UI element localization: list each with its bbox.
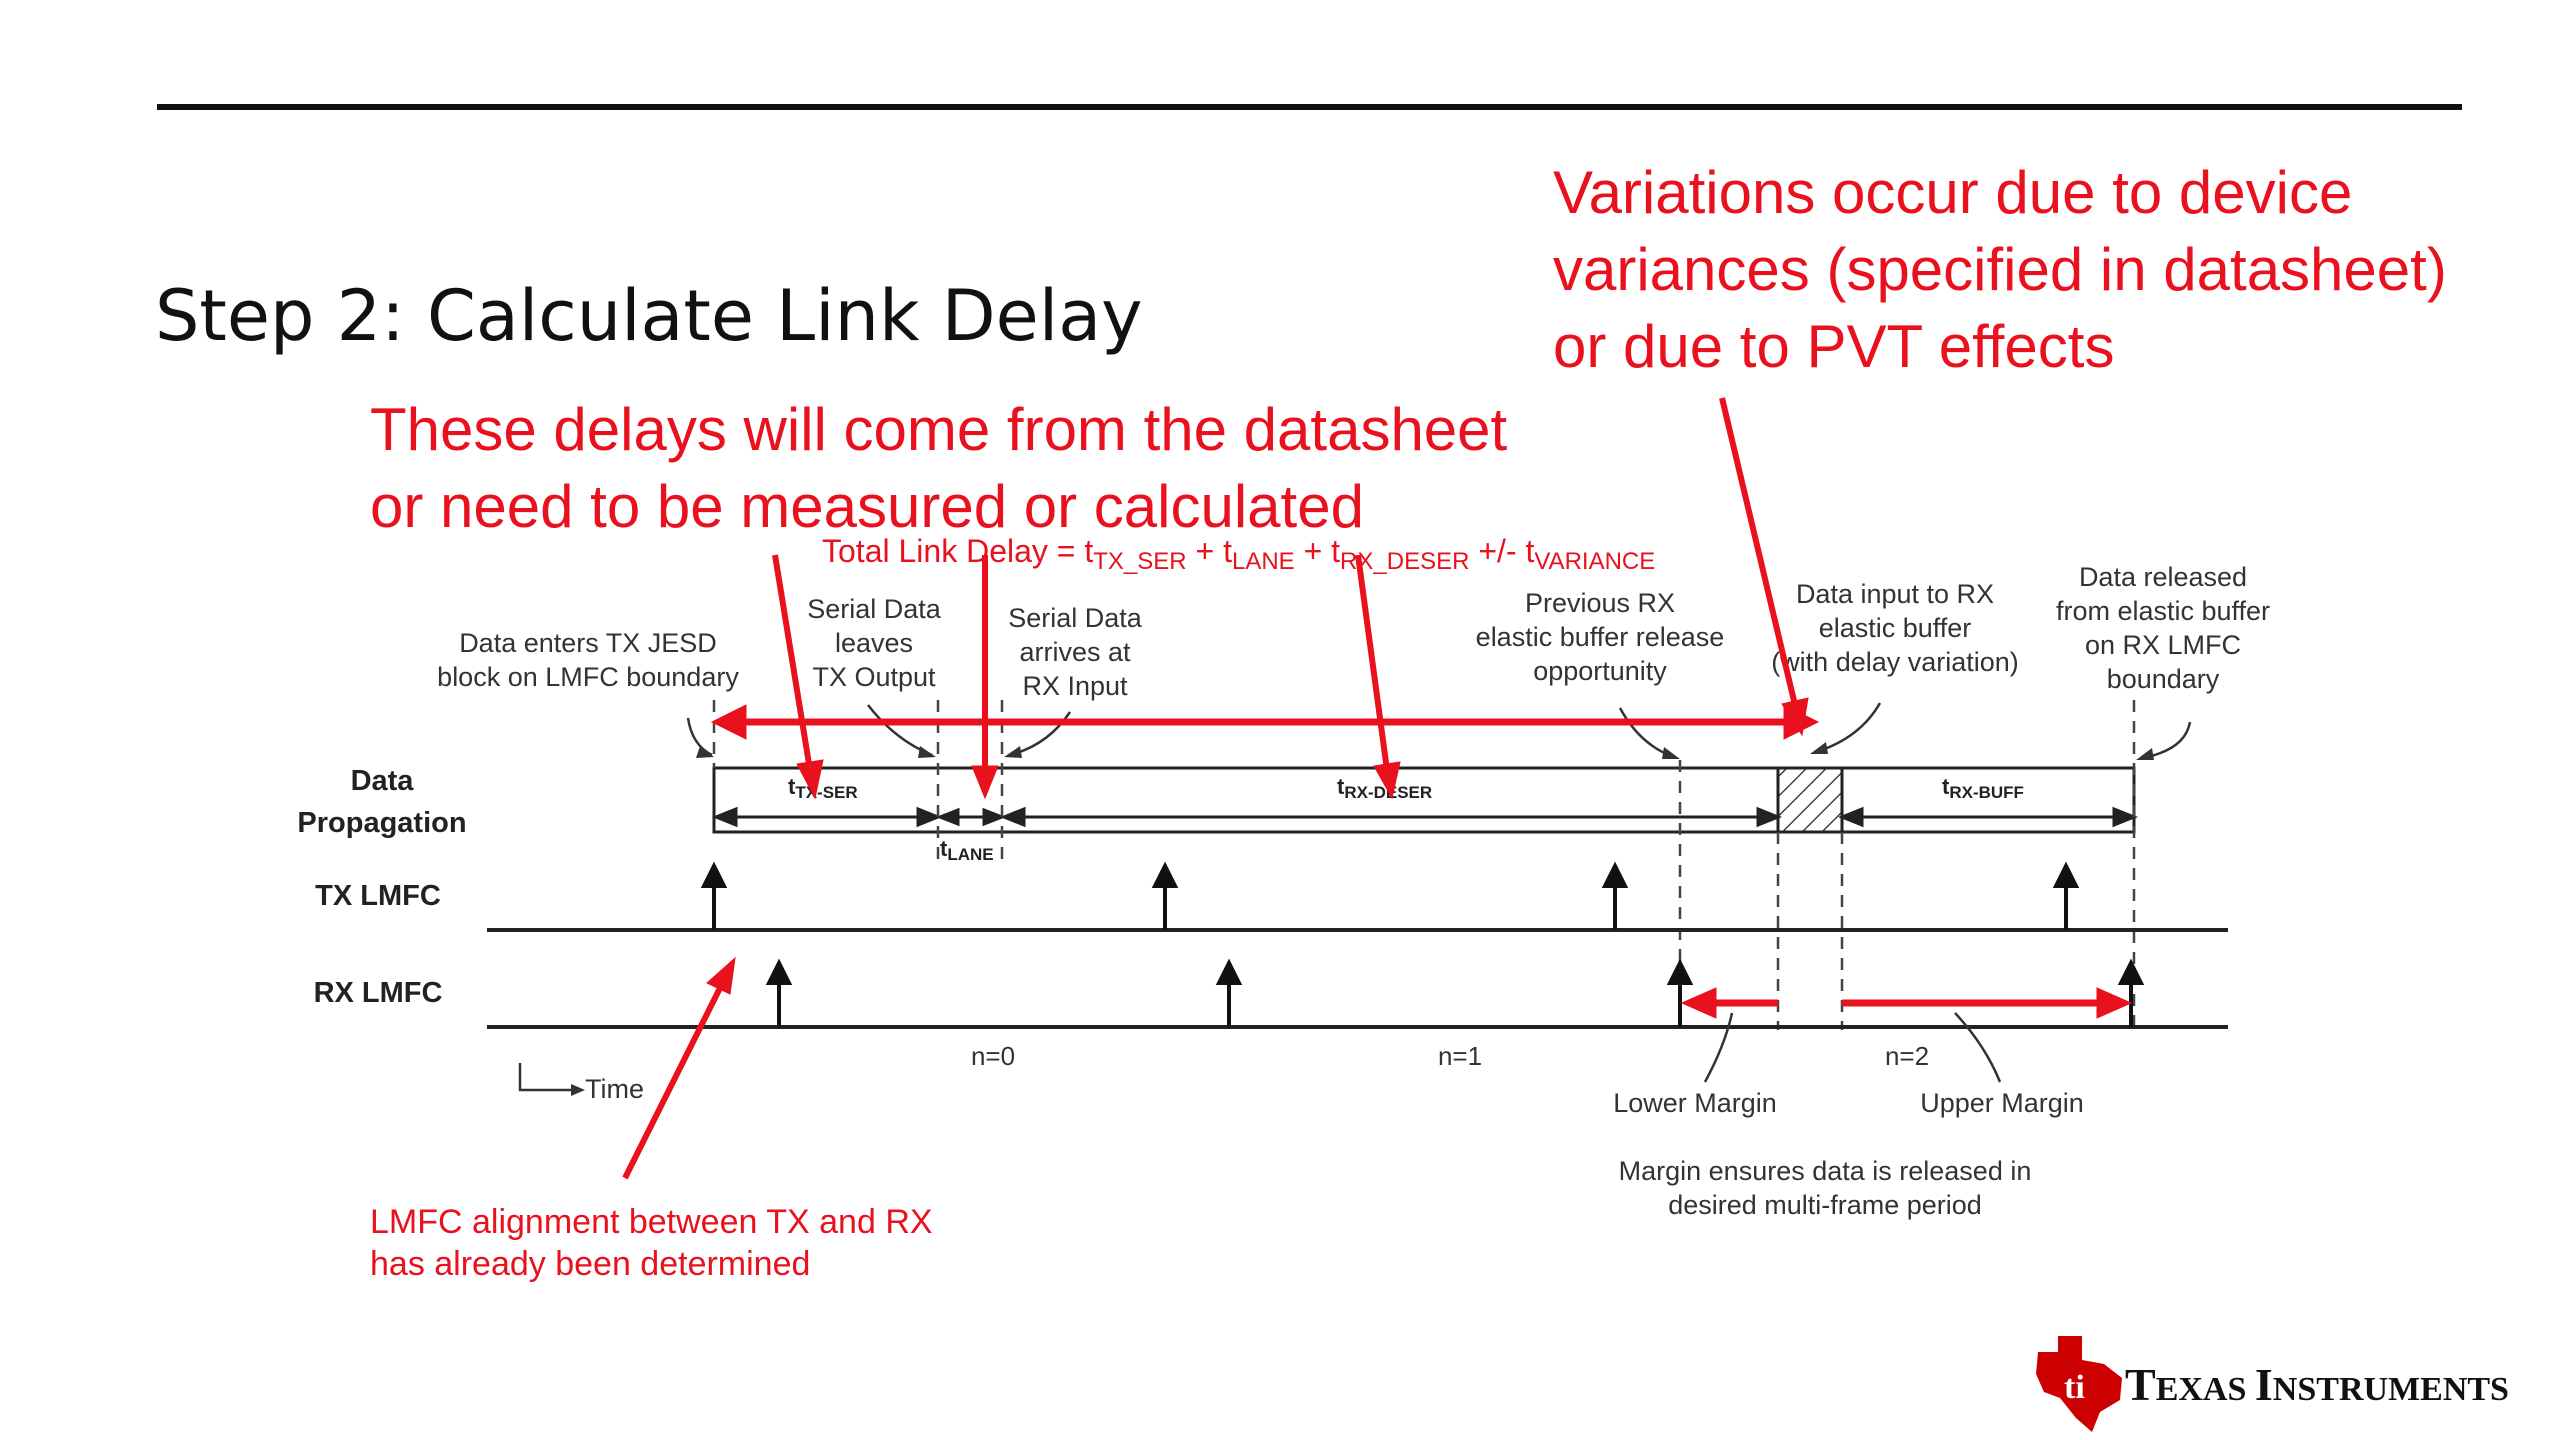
annotation-data-enters: Data enters TX JESD block on LMFC bounda… <box>437 628 739 758</box>
svg-text:(with delay variation): (with delay variation) <box>1771 647 2019 677</box>
svg-text:boundary: boundary <box>2107 664 2220 694</box>
callout-delays: These delays will come from the datashee… <box>370 396 1508 540</box>
texas-state-icon: ti <box>2036 1336 2122 1432</box>
svg-text:Upper Margin: Upper Margin <box>1920 1088 2084 1118</box>
callout-variations-line: variances (specified in datasheet) <box>1553 236 2447 303</box>
svg-text:on RX LMFC: on RX LMFC <box>2085 630 2241 660</box>
period-label: n=2 <box>1885 1041 1929 1071</box>
tx-lmfc-ticks <box>700 861 2080 930</box>
annotation-serial-arrives: Serial Data arrives at RX Input <box>1004 603 1143 758</box>
svg-text:arrives at: arrives at <box>1019 637 1131 667</box>
red-arrows <box>622 397 2133 1180</box>
svg-text:RX Input: RX Input <box>1022 671 1128 701</box>
svg-text:TX Output: TX Output <box>812 662 936 692</box>
svg-text:Previous RX: Previous RX <box>1525 588 1675 618</box>
annotation-prev-rx: Previous RX elastic buffer release oppor… <box>1476 588 1725 759</box>
svg-text:Time: Time <box>585 1074 644 1104</box>
dashed-guides <box>712 700 2136 1030</box>
row-label-propagation: Propagation <box>297 807 466 839</box>
svg-text:from elastic buffer: from elastic buffer <box>2056 596 2270 626</box>
callout-variations-line: Variations occur due to device <box>1553 159 2352 226</box>
svg-text:Data enters TX JESD: Data enters TX JESD <box>459 628 717 658</box>
svg-text:opportunity: opportunity <box>1533 656 1667 686</box>
svg-text:desired multi-frame period: desired multi-frame period <box>1668 1190 1982 1220</box>
annotation-margin-note: Margin ensures data is released in desir… <box>1619 1156 2032 1220</box>
svg-text:Data input to RX: Data input to RX <box>1796 579 1994 609</box>
callout-lmfc-line: has already been determined <box>370 1245 810 1283</box>
svg-text:Lower Margin: Lower Margin <box>1613 1088 1777 1118</box>
callout-delays-line: or need to be measured or calculated <box>370 473 1364 540</box>
annotation-data-input-rx: Data input to RX elastic buffer (with de… <box>1771 579 2019 754</box>
svg-text:elastic buffer release: elastic buffer release <box>1476 622 1725 652</box>
callout-delays-line: These delays will come from the datashee… <box>370 396 1508 463</box>
time-axis-indicator: Time <box>518 1063 644 1104</box>
svg-text:Margin ensures data is release: Margin ensures data is released in <box>1619 1156 2032 1186</box>
callout-variations: Variations occur due to device variances… <box>1553 159 2447 380</box>
annotation-serial-leaves: Serial Data leaves TX Output <box>807 594 942 758</box>
segment-arrows <box>711 806 2139 828</box>
svg-text:leaves: leaves <box>835 628 913 658</box>
row-label-rx-lmfc: RX LMFC <box>314 977 443 1009</box>
segment-label-rx-buff: tRX-BUFF <box>1942 774 2024 802</box>
ti-logo: ti TEXAS INSTRUMENTS <box>2036 1336 2509 1432</box>
svg-text:elastic buffer: elastic buffer <box>1819 613 1972 643</box>
annotation-lower-margin: Lower Margin <box>1613 1012 1777 1118</box>
annotation-data-released: Data released from elastic buffer on RX … <box>2056 562 2270 760</box>
callout-variations-line: or due to PVT effects <box>1553 313 2114 380</box>
svg-text:Data released: Data released <box>2079 562 2247 592</box>
svg-text:ti: ti <box>2064 1369 2085 1406</box>
row-label-data: Data <box>351 765 415 797</box>
period-label: n=0 <box>971 1041 1015 1071</box>
svg-text:block on LMFC boundary: block on LMFC boundary <box>437 662 739 692</box>
svg-text:Serial Data: Serial Data <box>1008 603 1143 633</box>
ti-brand-text: TEXAS INSTRUMENTS <box>2125 1359 2509 1410</box>
svg-text:Serial Data: Serial Data <box>807 594 942 624</box>
rx-lmfc-ticks <box>765 958 2145 1027</box>
callout-lmfc-line: LMFC alignment between TX and RX <box>370 1203 933 1241</box>
row-label-tx-lmfc: TX LMFC <box>315 880 441 912</box>
page-title: Step 2: Calculate Link Delay <box>155 275 1143 357</box>
segment-label-rx-deser: tRX-DESER <box>1337 774 1432 802</box>
annotation-upper-margin: Upper Margin <box>1920 1012 2084 1118</box>
data-propagation-box <box>712 766 2136 834</box>
segment-label-tx-ser: tTX-SER <box>788 774 858 802</box>
callout-lmfc: LMFC alignment between TX and RX has alr… <box>370 1203 933 1283</box>
period-label: n=1 <box>1438 1041 1482 1071</box>
segment-label-lane: tLANE <box>940 836 994 864</box>
total-link-delay-formula: Total Link Delay = tTX_SER + tLANE + tRX… <box>822 533 1655 575</box>
